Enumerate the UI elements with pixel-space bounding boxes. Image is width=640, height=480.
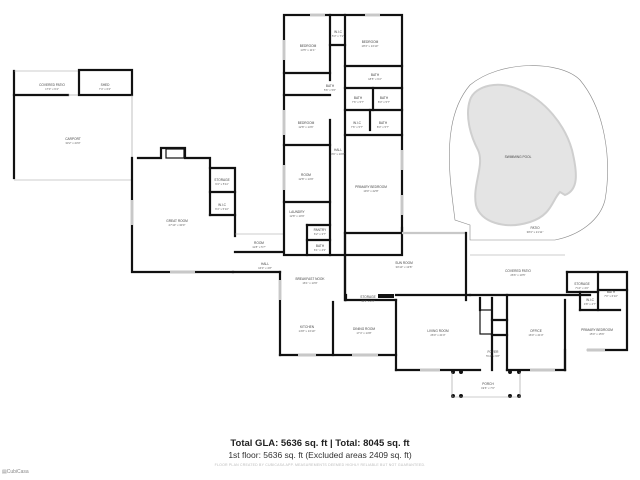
- room-dims-hall-1: 16'0" x 4'8": [258, 266, 272, 270]
- room-dims-storage-1: 6'4" x 5'11": [215, 182, 229, 186]
- room-label-sun-room: SUN ROOM: [395, 261, 413, 265]
- room-dims-bedroom-2: 18'3" x 13'10": [362, 44, 379, 48]
- room-dims-wic-3: 7'6" x 5'7": [351, 125, 363, 129]
- front-wing: [394, 254, 592, 398]
- room-label-storage-1: STORAGE: [214, 178, 230, 182]
- room-label-storage-3: STORAGE: [574, 282, 590, 286]
- room-label-breakfast-nook: BREAKFAST NOOK: [296, 277, 326, 281]
- room-dims-kitchen: 14'8" x 13'10": [299, 329, 316, 333]
- room-label-bath-6: BATH: [316, 244, 325, 248]
- room-label-wic-2: W.I.C: [334, 30, 342, 34]
- room-dims-wic-4: 4'8" x 4'7": [584, 302, 596, 306]
- room-dims-storage-3: 7'10" x 4'0": [575, 286, 589, 290]
- room-label-bath-3: BATH: [354, 96, 363, 100]
- total-gla-line: Total GLA: 5636 sq. ft | Total: 8045 sq.…: [230, 438, 410, 449]
- room-label-room-mid: ROOM: [301, 173, 311, 177]
- room-label-bedroom-3: BEDROOM: [298, 121, 315, 125]
- room-dims-great-room: 27'10" x 30'0": [169, 223, 186, 227]
- room-dims-room-small: 11'8" x 5'7": [252, 245, 266, 249]
- room-label-carport: CARPORT: [65, 137, 81, 141]
- central-wing: [278, 226, 472, 372]
- room-dims-bath-7: 7'0" x 6'10": [604, 294, 618, 298]
- room-dims-bath-6: 6'1" x 4'3": [314, 248, 326, 252]
- room-dims-shed: 7'4" x 6'4": [99, 87, 111, 91]
- room-dims-wic-2: 5'3" x 7'1": [332, 34, 344, 38]
- room-label-swimming-pool: SWIMMING POOL: [505, 155, 532, 159]
- room-dims-sun-room: 30'10" x 13'8": [396, 265, 413, 269]
- room-dims-porch: 19'6" x 7'0": [481, 386, 495, 390]
- room-label-bedroom-2: BEDROOM: [362, 40, 379, 44]
- pool-deck-outline: [449, 65, 608, 241]
- room-dims-foyer: 5'10" x 9'8": [486, 354, 500, 358]
- room-dims-laundry: 12'8" x 10'9": [289, 214, 304, 218]
- room-dims-patio: 38'4" x 21'11": [527, 230, 544, 234]
- room-label-bath-2: BATH: [371, 73, 380, 77]
- room-label-office: OFFICE: [530, 329, 542, 333]
- room-dims-covered-patio-right: 26'6" x 10'5": [510, 273, 525, 277]
- room-label-porch: PORCH: [482, 382, 494, 386]
- floor-area-line: 1st floor: 5636 sq. ft (Excluded areas 2…: [228, 450, 412, 460]
- room-dims-bedroom-1: 13'5" x 11'1": [300, 48, 315, 52]
- cubicasa-logo: ▤CubiCasa: [2, 469, 29, 475]
- great-room-block: [130, 146, 285, 274]
- carport-block: [12, 68, 134, 181]
- room-label-primary-bedroom-2: PRIMARY BEDROOM: [581, 328, 613, 332]
- room-dims-pantry: 6'2" x 3'7": [314, 232, 326, 236]
- room-dims-bath-5: 8'3" x 5'7": [377, 125, 389, 129]
- room-label-living-room: LIVING ROOM: [427, 329, 449, 333]
- room-dims-primary-bedroom-2: 15'0" x 15'6": [589, 332, 604, 336]
- bedroom-wing: [282, 13, 404, 302]
- room-dims-room-mid: 12'8" x 14'9": [298, 177, 313, 181]
- room-dims-primary-bedroom-1: 19'0" x 22'8": [363, 189, 378, 193]
- room-label-wic-4: W.I.C: [586, 298, 594, 302]
- room-dims-dining-room: 17'4" x 14'8": [356, 331, 371, 335]
- room-label-foyer: FOYER: [488, 350, 500, 354]
- room-label-kitchen: KITCHEN: [300, 325, 315, 329]
- room-dims-breakfast-nook: 16'1" x 13'9": [302, 281, 317, 285]
- room-label-bedroom-1: BEDROOM: [300, 44, 317, 48]
- room-label-laundry: LAUNDRY: [289, 210, 305, 214]
- room-label-primary-bedroom-1: PRIMARY BEDROOM: [355, 185, 387, 189]
- room-label-covered-patio-left: COVERED PATIO: [39, 83, 65, 87]
- room-label-pantry: PANTRY: [314, 228, 328, 232]
- room-label-hall-2: HALL: [334, 148, 342, 152]
- room-dims-bath-3: 7'6" x 5'7": [352, 100, 364, 104]
- room-label-bath-5: BATH: [379, 121, 388, 125]
- room-dims-bath-2: 18'5" x 6'2": [368, 77, 382, 81]
- room-dims-bedroom-3: 12'8" x 14'6": [298, 125, 313, 129]
- room-label-bath-4: BATH: [380, 96, 389, 100]
- room-dims-office: 16'0" x 21'0": [528, 333, 543, 337]
- room-dims-hall-2: 3'9" x 10'8": [331, 152, 345, 156]
- room-label-storage-2: STORAGE: [360, 295, 376, 299]
- room-dims-covered-patio-left: 17'0" x 6'4": [45, 87, 59, 91]
- room-label-bath-1: BATH: [326, 84, 335, 88]
- logo-text: CubiCasa: [6, 469, 29, 475]
- primary-suite-right: [563, 270, 629, 372]
- room-dims-bath-1: 5'6" x 5'6": [324, 88, 336, 92]
- room-label-shed: SHED: [101, 83, 111, 87]
- disclaimer-text: FLOOR PLAN CREATED BY CUBICASA APP. MEAS…: [214, 463, 426, 467]
- room-label-dining-room: DINING ROOM: [353, 327, 375, 331]
- logo-icon: ▤: [2, 469, 7, 475]
- room-label-covered-patio-right: COVERED PATIO: [505, 269, 531, 273]
- room-dims-living-room: 26'0" x 21'0": [430, 333, 445, 337]
- room-label-great-room: GREAT ROOM: [166, 219, 188, 223]
- room-dims-carport: 33'2" x 23'0": [65, 141, 80, 145]
- room-label-hall-1: HALL: [261, 262, 269, 266]
- swimming-pool-shape: [467, 83, 577, 227]
- room-dims-storage-2: 11'1" x 2'1": [361, 299, 375, 303]
- room-label-wic-3: W.I.C: [353, 121, 361, 125]
- room-label-patio: PATIO: [530, 226, 540, 230]
- room-label-room-small: ROOM: [254, 241, 264, 245]
- room-dims-bath-4: 8'3" x 5'7": [378, 100, 390, 104]
- room-label-wic-1: W.I.C: [218, 203, 226, 207]
- room-label-bath-7: BATH: [607, 290, 616, 294]
- room-dims-wic-1: 6'4" x 5'10": [215, 207, 229, 211]
